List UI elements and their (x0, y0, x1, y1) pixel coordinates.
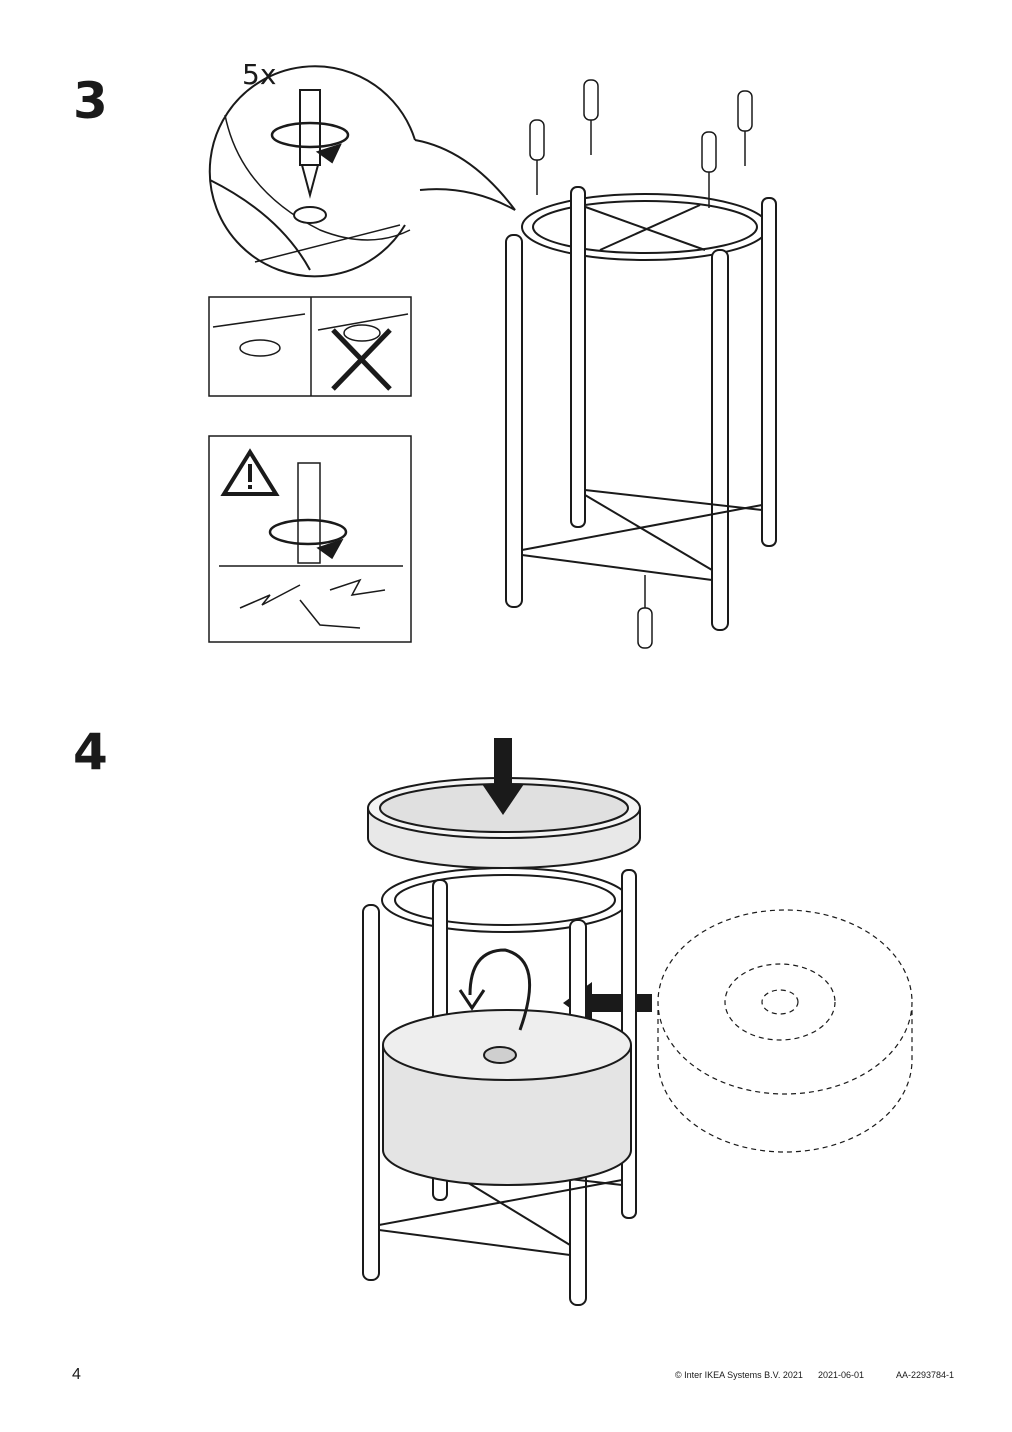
warning-icon (220, 448, 280, 496)
basket-ghost (657, 909, 913, 1153)
screw-quantity: 5x (242, 58, 277, 91)
stand-frame-step3 (505, 186, 777, 631)
basket (382, 1009, 632, 1186)
step-4-number: 4 (73, 723, 108, 781)
detail-magnifier (208, 65, 516, 278)
copyright: © Inter IKEA Systems B.V. 2021 (675, 1370, 803, 1380)
page-number: 4 (72, 1366, 81, 1383)
overtighten-warning-box (208, 435, 412, 643)
screw-depth-box (208, 296, 412, 397)
document-date: 2021-06-01 (818, 1370, 865, 1380)
screwdriver-icon (529, 79, 753, 649)
step-3-number: 3 (73, 72, 108, 130)
document-id: AA-2293784-1 (896, 1370, 955, 1380)
wrong-cross-icon (331, 328, 392, 391)
rotation-arrow-icon (458, 948, 532, 1031)
